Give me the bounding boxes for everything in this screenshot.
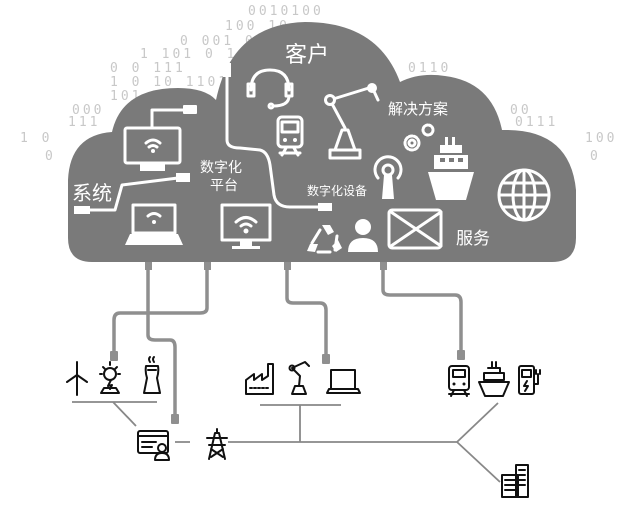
office-building-icon xyxy=(501,464,529,498)
binary-row: 0 0 111 0110 xyxy=(110,61,451,76)
label-solutions: 解决方案 xyxy=(388,100,448,118)
train-icon-small xyxy=(448,365,470,397)
label-platform-1: 数字化 xyxy=(200,160,242,176)
laptop-wifi-icon xyxy=(74,173,190,245)
grid-lines xyxy=(72,401,501,483)
binary-row: 0 001 0 xyxy=(180,34,256,49)
binary-row: 1 0 100 xyxy=(20,131,617,146)
label-platform-2: 平台 xyxy=(210,178,238,194)
desktop-wifi-icon xyxy=(220,203,272,249)
label-services: 服务 xyxy=(456,229,490,249)
gears-icon xyxy=(403,123,435,152)
binary-row: 111 0111 xyxy=(68,115,558,130)
cooling-tower-icon xyxy=(143,356,161,394)
globe-icon xyxy=(497,168,551,222)
robot-arm-icon xyxy=(324,83,380,160)
recycle-icon xyxy=(307,225,342,254)
binary-segment: 0110 xyxy=(408,61,451,76)
monitor-wifi-icon xyxy=(123,105,197,171)
envelope-icon xyxy=(387,208,443,250)
laptop-icon xyxy=(326,369,361,394)
cable-to-energy xyxy=(112,262,209,355)
binary-segment: 111 xyxy=(68,115,100,130)
binary-segment: 0111 xyxy=(515,115,558,130)
factory-icon xyxy=(245,363,274,395)
cable-to-grid-terminal xyxy=(146,262,177,418)
cloud-shape xyxy=(68,22,576,262)
binary-segment: 1 0 xyxy=(20,131,52,146)
train-icon xyxy=(276,115,304,157)
ship-icon-small xyxy=(478,361,510,397)
solar-panel-icon xyxy=(99,361,121,394)
label-devices: 数字化设备 xyxy=(307,183,367,198)
binary-segment: 000 xyxy=(72,103,104,118)
label-customer: 客户 xyxy=(285,43,329,68)
cargo-ship-icon xyxy=(428,137,474,200)
grid-terminal-icon xyxy=(137,430,170,461)
binary-segment: 0 xyxy=(45,149,56,164)
binary-row: 0010100 xyxy=(248,4,324,19)
headset-icon xyxy=(246,68,294,110)
binary-row: 1 101 0 1 xyxy=(140,47,237,62)
antenna-icon xyxy=(373,155,403,199)
binary-row: 1 0 10 11011 xyxy=(110,75,240,90)
binary-segment: 0 xyxy=(590,149,601,164)
power-tower-icon xyxy=(206,428,228,460)
user-icon xyxy=(348,219,378,252)
cable-to-industry xyxy=(285,262,328,358)
binary-segment: 0 0 111 xyxy=(110,61,186,76)
binary-segment: 00 xyxy=(510,103,532,118)
cable-plug-icon xyxy=(223,63,332,211)
cables xyxy=(110,262,465,424)
cable-to-transport xyxy=(381,262,463,352)
label-system: 系统 xyxy=(72,181,112,205)
ev-charger-icon xyxy=(518,365,541,395)
wind-turbine-icon xyxy=(66,361,88,396)
industrial-robot-icon xyxy=(288,361,310,395)
binary-segment: 100 xyxy=(585,131,617,146)
